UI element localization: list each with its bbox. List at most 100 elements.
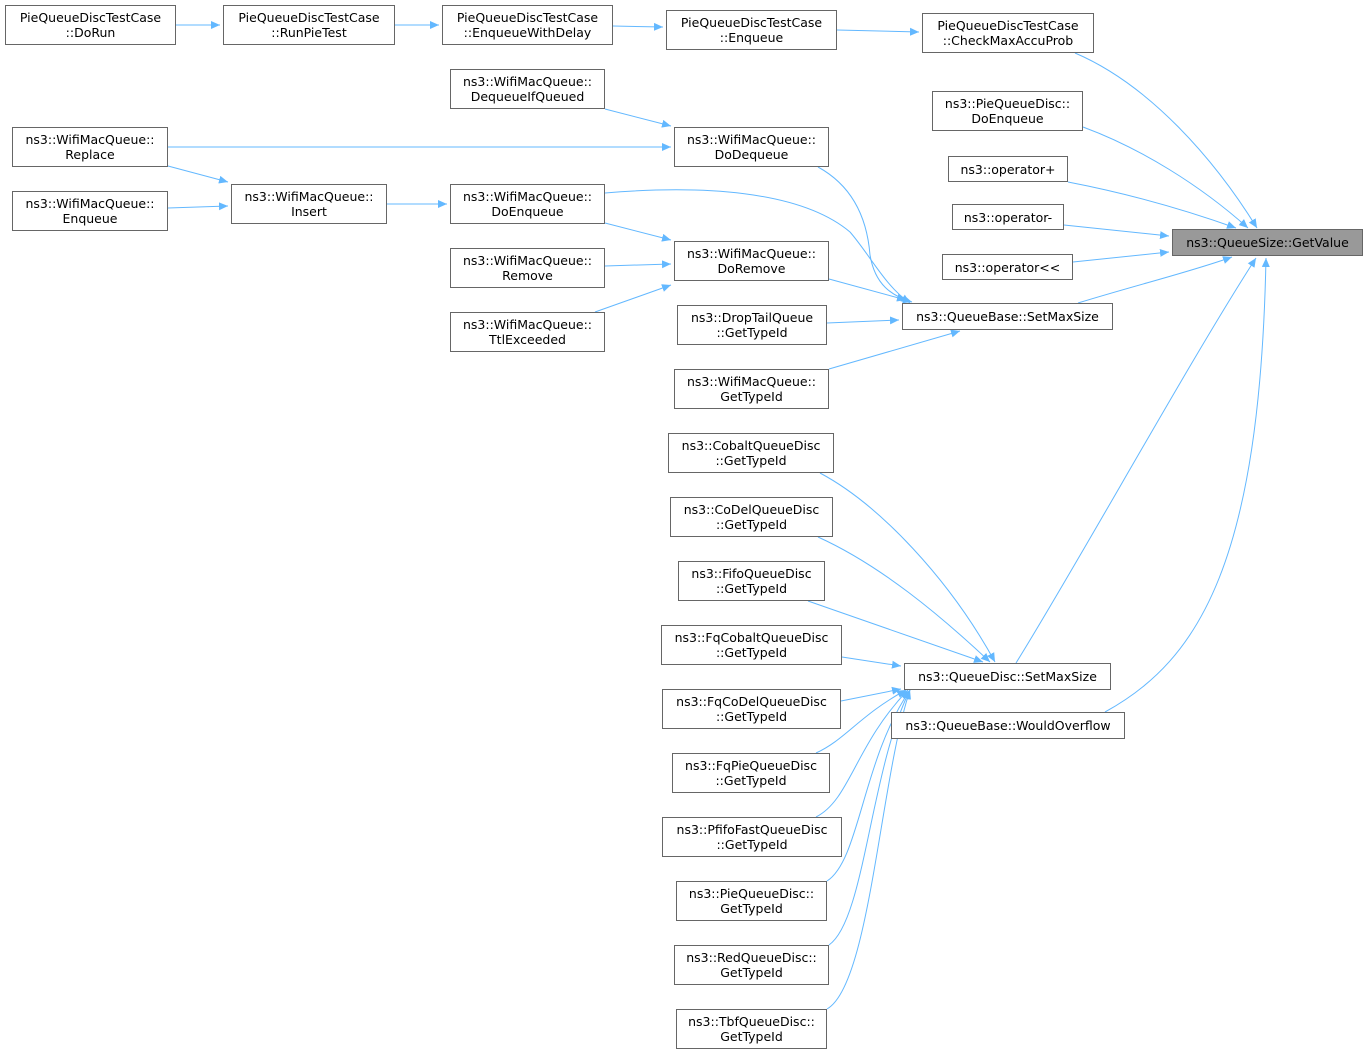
- node-label-line: ns3::WifiMacQueue::: [462, 74, 593, 89]
- node-label-line: Replace: [65, 147, 115, 162]
- node-cobalt-gettid[interactable]: ns3::CobaltQueueDisc::GetTypeId: [668, 433, 834, 473]
- node-label-line: ns3::WifiMacQueue::: [686, 246, 817, 261]
- node-wmq-remove[interactable]: ns3::WifiMacQueue::Remove: [450, 248, 605, 288]
- edge-fqcobalt_gettid-to-qd_setmax: [841, 656, 902, 669]
- edge-fqcodel_gettid-to-qd_setmax: [840, 686, 902, 702]
- node-wmq-replace[interactable]: ns3::WifiMacQueue::Replace: [12, 127, 168, 167]
- node-label-line: ns3::FifoQueueDisc: [691, 566, 812, 581]
- node-wmq-dequeueif[interactable]: ns3::WifiMacQueue::DequeueIfQueued: [450, 69, 605, 109]
- node-label-line: ns3::FqCoDelQueueDisc: [676, 694, 827, 709]
- node-pie-enqdelay[interactable]: PieQueueDiscTestCase::EnqueueWithDelay: [442, 5, 613, 45]
- edge-pie_enqueue-to-pie_checkmax: [836, 27, 920, 36]
- node-label-line: Insert: [291, 204, 327, 219]
- node-label-line: ns3::WifiMacQueue::: [462, 189, 593, 204]
- node-pie-gettid[interactable]: ns3::PieQueueDisc::GetTypeId: [676, 881, 827, 921]
- node-label-line: PieQueueDiscTestCase: [19, 10, 162, 25]
- node-label-line: ::CheckMaxAccuProb: [942, 33, 1074, 48]
- node-label-line: DequeueIfQueued: [470, 89, 585, 104]
- node-op-shift[interactable]: ns3::operator<<: [942, 254, 1073, 280]
- edge-wmq_doenqueue-to-qb_setmax: [604, 189, 911, 304]
- node-label-line: GetTypeId: [720, 901, 783, 916]
- node-op-minus[interactable]: ns3::operator-: [952, 204, 1064, 230]
- node-wmq-doremove[interactable]: ns3::WifiMacQueue::DoRemove: [674, 241, 829, 281]
- node-label-line: ::GetTypeId: [715, 709, 788, 724]
- node-pie-runpie[interactable]: PieQueueDiscTestCase::RunPieTest: [223, 5, 395, 45]
- node-label-line: ns3::QueueDisc::SetMaxSize: [918, 669, 1097, 684]
- node-fifo-gettid[interactable]: ns3::FifoQueueDisc::GetTypeId: [678, 561, 825, 601]
- node-pie-enqueue[interactable]: PieQueueDiscTestCase::Enqueue: [666, 10, 837, 50]
- node-label-line: ns3::WifiMacQueue::: [25, 132, 155, 147]
- node-codel-gettid[interactable]: ns3::CoDelQueueDisc::GetTypeId: [670, 497, 833, 537]
- edge-wmq_dodequeue-to-qb_setmax: [817, 166, 913, 304]
- node-fqpie-gettid[interactable]: ns3::FqPieQueueDisc::GetTypeId: [672, 753, 830, 793]
- edge-qd_setmax-to-getvalue: [1015, 257, 1257, 664]
- node-wmq-doenqueue[interactable]: ns3::WifiMacQueue::DoEnqueue: [450, 184, 605, 224]
- edge-wmq_dequeueif-to-wmq_dodequeue: [604, 108, 672, 128]
- node-label-line: ::GetTypeId: [716, 325, 788, 340]
- node-qb-setmax[interactable]: ns3::QueueBase::SetMaxSize: [902, 303, 1113, 330]
- node-label-line: ns3::CobaltQueueDisc: [681, 438, 821, 453]
- edge-pie_checkmax-to-getvalue: [1074, 52, 1258, 229]
- edge-qb_setmax-to-getvalue: [1077, 256, 1233, 304]
- node-wmq-dodequeue[interactable]: ns3::WifiMacQueue::DoDequeue: [674, 127, 829, 167]
- node-label-line: ns3::WifiMacQueue::: [25, 196, 155, 211]
- edge-pfifo_gettid-to-qd_setmax: [815, 689, 909, 818]
- node-label-line: ns3::PieQueueDisc::: [944, 96, 1071, 111]
- node-piedisc-doenq[interactable]: ns3::PieQueueDisc::DoEnqueue: [932, 91, 1083, 131]
- node-label-line: ::GetTypeId: [715, 645, 788, 660]
- graph-edges: [167, 21, 1270, 1010]
- node-label-line: GetTypeId: [720, 1029, 783, 1044]
- edge-droptail_gettid-to-qb_setmax: [826, 316, 900, 325]
- node-label-line: ns3::DropTailQueue: [690, 310, 814, 325]
- node-fqcobalt-gettid[interactable]: ns3::FqCobaltQueueDisc::GetTypeId: [661, 625, 842, 665]
- node-label-line: ::DoRun: [65, 25, 116, 40]
- edge-cobalt_gettid-to-qd_setmax: [819, 472, 996, 663]
- node-label-line: PieQueueDiscTestCase: [937, 18, 1079, 33]
- node-qd-setmax[interactable]: ns3::QueueDisc::SetMaxSize: [904, 663, 1111, 690]
- node-label-line: PieQueueDiscTestCase: [680, 15, 823, 30]
- node-label-line: ns3::RedQueueDisc::: [686, 950, 817, 965]
- node-label-line: Enqueue: [62, 211, 118, 226]
- node-label-line: ns3::FqCobaltQueueDisc: [674, 630, 829, 645]
- node-red-gettid[interactable]: ns3::RedQueueDisc::GetTypeId: [674, 945, 829, 985]
- node-label-line: ns3::QueueSize::GetValue: [1186, 235, 1349, 250]
- node-pie-dorun[interactable]: PieQueueDiscTestCase::DoRun: [5, 5, 176, 45]
- node-wmq-ttl[interactable]: ns3::WifiMacQueue::TtlExceeded: [450, 312, 605, 352]
- node-label-line: ::EnqueueWithDelay: [463, 25, 592, 40]
- node-qb-wouldoverflow[interactable]: ns3::QueueBase::WouldOverflow: [891, 712, 1125, 739]
- node-label-line: ns3::operator<<: [954, 259, 1061, 275]
- node-label-line: ::Enqueue: [719, 30, 784, 45]
- node-tbf-gettid[interactable]: ns3::TbfQueueDisc::GetTypeId: [676, 1009, 827, 1049]
- node-label-line: ns3::WifiMacQueue::: [462, 317, 593, 332]
- node-op-plus[interactable]: ns3::operator+: [948, 156, 1068, 182]
- node-fqcodel-gettid[interactable]: ns3::FqCoDelQueueDisc::GetTypeId: [662, 689, 841, 729]
- node-label-line: PieQueueDiscTestCase: [456, 10, 599, 25]
- node-wmq-gettid[interactable]: ns3::WifiMacQueue::GetTypeId: [674, 369, 829, 409]
- node-label-line: DoDequeue: [714, 147, 789, 162]
- edge-wmq_enqueue-to-wmq_insert: [167, 202, 229, 211]
- node-label-line: ns3::PfifoFastQueueDisc: [676, 822, 828, 837]
- node-label-line: DoEnqueue: [971, 111, 1044, 126]
- node-wmq-enqueue[interactable]: ns3::WifiMacQueue::Enqueue: [12, 191, 168, 231]
- node-pie-checkmax[interactable]: PieQueueDiscTestCase::CheckMaxAccuProb: [922, 13, 1094, 53]
- node-label-line: ns3::operator-: [963, 209, 1053, 225]
- edge-op_shift-to-getvalue: [1072, 248, 1170, 263]
- node-label-line: ::GetTypeId: [715, 453, 787, 468]
- node-label-line: ns3::WifiMacQueue::: [462, 253, 593, 268]
- node-pfifo-gettid[interactable]: ns3::PfifoFastQueueDisc::GetTypeId: [662, 817, 842, 857]
- edge-wmq_replace-to-wmq_insert: [167, 165, 229, 184]
- node-droptail-gettid[interactable]: ns3::DropTailQueue::GetTypeId: [677, 305, 827, 345]
- node-label-line: ::GetTypeId: [716, 837, 788, 852]
- node-label-line: GetTypeId: [720, 389, 783, 404]
- node-label-line: ns3::TbfQueueDisc::: [688, 1014, 815, 1029]
- node-wmq-insert[interactable]: ns3::WifiMacQueue::Insert: [231, 184, 387, 224]
- node-label-line: TtlExceeded: [489, 332, 566, 347]
- node-label-line: ns3::PieQueueDisc::: [688, 886, 815, 901]
- node-label-line: ns3::WifiMacQueue::: [244, 189, 374, 204]
- edge-op_minus-to-getvalue: [1063, 224, 1170, 240]
- edge-wmq_doenqueue-to-wmq_doremove: [604, 222, 672, 242]
- node-label-line: ns3::operator+: [960, 161, 1056, 177]
- node-label-line: ns3::CoDelQueueDisc: [683, 502, 820, 517]
- edge-piedisc_doenq-to-getvalue: [1082, 126, 1249, 229]
- node-label-line: Remove: [502, 268, 553, 283]
